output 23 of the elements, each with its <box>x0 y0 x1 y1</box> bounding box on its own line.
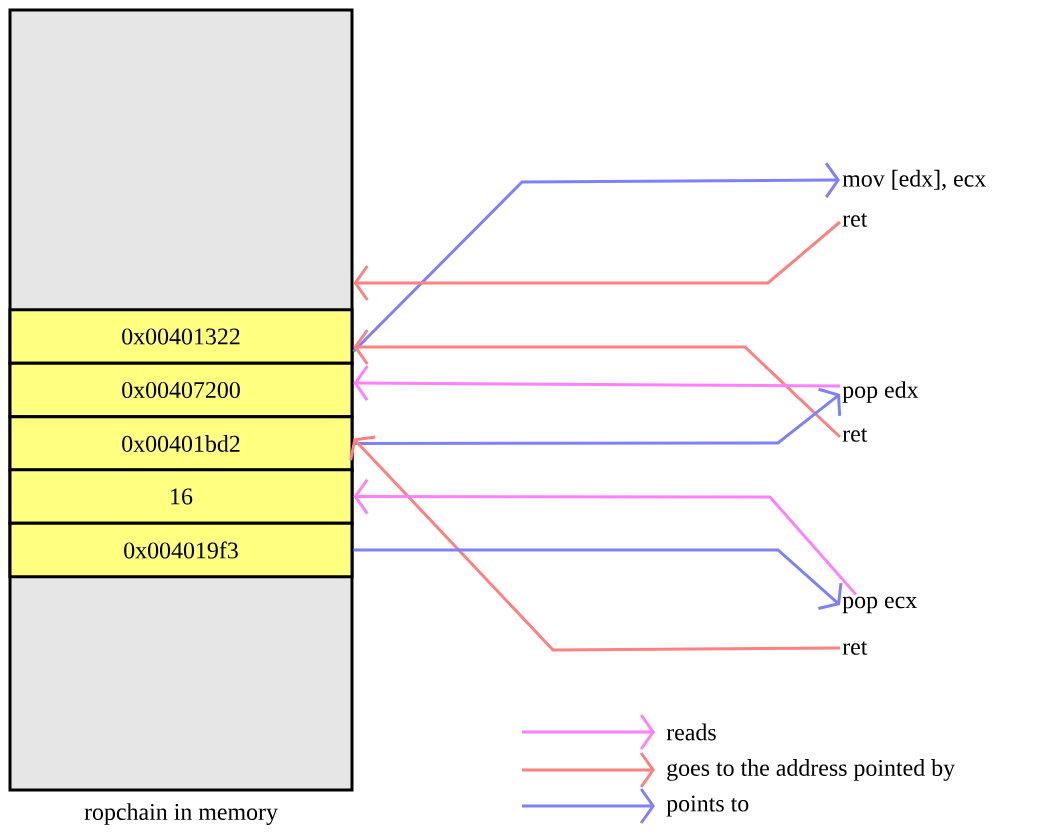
memory-cell: 0x004019f3 <box>8 521 354 579</box>
legend-label: reads <box>666 723 716 741</box>
instruction-label: ret <box>842 641 868 655</box>
memory-cell: 0x00401bd2 <box>8 415 354 472</box>
legend-label: points to <box>666 795 749 817</box>
arrow <box>349 435 840 652</box>
memory-cell: 0x00407200 <box>8 361 354 419</box>
instruction-label: mov [edx], ecx <box>842 169 986 191</box>
arrow <box>353 387 842 445</box>
legend-label: goes to the address pointed by <box>667 759 955 781</box>
node-label: ropchain in memory <box>84 803 278 825</box>
instruction-label: ret <box>842 213 868 227</box>
arrow <box>353 329 842 439</box>
arrow <box>352 162 840 353</box>
arrow <box>353 548 843 610</box>
arrow <box>353 478 858 596</box>
memory-cell: 16 <box>8 468 354 525</box>
arrow <box>353 365 840 401</box>
instruction-label: pop edx <box>842 381 919 403</box>
instruction-label: pop ecx <box>842 596 917 614</box>
arrow <box>353 220 841 301</box>
memory-cell: 0x00401322 <box>8 308 354 365</box>
instruction-label: ret <box>842 428 868 442</box>
